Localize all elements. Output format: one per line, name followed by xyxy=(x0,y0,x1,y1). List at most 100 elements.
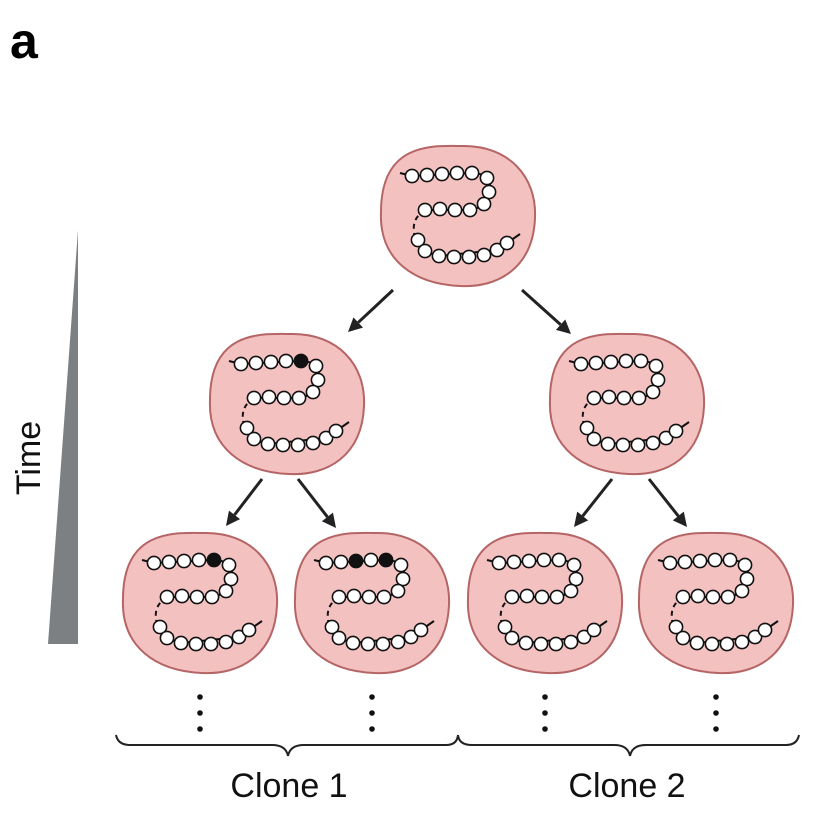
cell-right-right xyxy=(637,531,795,675)
dna-bead xyxy=(692,553,708,569)
dna-bead xyxy=(497,619,513,635)
dna-bead xyxy=(504,589,520,605)
dna-bead xyxy=(549,589,565,605)
dna-bead xyxy=(533,636,549,652)
dna-bead xyxy=(176,553,192,569)
dna-bead xyxy=(204,589,220,605)
dna-bead xyxy=(404,168,420,184)
dna-bead xyxy=(479,170,495,186)
dna-bead xyxy=(417,202,433,218)
dna-bead xyxy=(203,636,219,652)
dna-bead xyxy=(757,622,773,638)
dna-bead xyxy=(360,636,376,652)
dna-bead xyxy=(668,423,684,439)
clone-1-label: Clone 1 xyxy=(230,767,347,805)
cells-layer xyxy=(121,144,795,675)
dna-bead xyxy=(403,629,419,645)
dna-bead xyxy=(346,588,362,604)
dna-bead xyxy=(586,622,602,638)
dna-bead xyxy=(747,629,763,645)
dna-bead xyxy=(376,589,392,605)
dna-bead xyxy=(576,629,592,645)
mutated-bead xyxy=(378,552,394,568)
dna-bead xyxy=(536,552,552,568)
dna-bead xyxy=(588,355,604,371)
dna-bead xyxy=(278,353,294,369)
dna-bead xyxy=(504,630,520,646)
dna-bead xyxy=(586,431,602,447)
dna-bead xyxy=(690,588,706,604)
clone-2-label: Clone 2 xyxy=(568,767,685,805)
dna-bead xyxy=(189,589,205,605)
dna-bead xyxy=(333,554,349,570)
dna-bead xyxy=(275,437,291,453)
dna-bead xyxy=(618,353,634,369)
arrows-layer xyxy=(226,288,687,528)
dna-bead xyxy=(239,420,255,436)
dna-bead xyxy=(188,636,204,652)
arrow-left-to-left-left xyxy=(226,478,264,526)
dna-bead xyxy=(173,635,189,651)
dna-bead xyxy=(276,390,292,406)
dna-bead xyxy=(633,353,649,369)
dna-bead xyxy=(491,555,507,571)
ellipsis-2 xyxy=(369,694,375,732)
dna-bead xyxy=(534,589,550,605)
dna-bead xyxy=(563,583,579,599)
continuation-dots xyxy=(197,694,719,732)
dna-bead xyxy=(231,629,247,645)
dna-bead xyxy=(551,552,567,568)
dna-bead xyxy=(419,167,435,183)
arrow-root-to-left xyxy=(348,288,395,332)
dna-bead xyxy=(586,390,602,406)
dna-bead xyxy=(328,423,344,439)
dna-bead xyxy=(476,196,492,212)
dna-bead xyxy=(159,630,175,646)
dna-bead xyxy=(518,635,534,651)
dna-bead xyxy=(431,248,447,264)
dna-bead xyxy=(461,249,477,265)
dna-bead xyxy=(668,619,684,635)
dna-bead xyxy=(318,555,334,571)
dna-bead xyxy=(318,430,334,446)
dna-bead xyxy=(563,634,579,650)
panel-letter: a xyxy=(10,13,39,69)
dna-bead xyxy=(489,242,505,258)
dna-bead xyxy=(662,555,678,571)
dna-bead xyxy=(305,435,321,451)
dna-bead xyxy=(519,588,535,604)
mutated-bead xyxy=(348,553,364,569)
dna-bead xyxy=(579,420,595,436)
dna-bead xyxy=(476,247,492,263)
dna-bead xyxy=(146,555,162,571)
dna-bead xyxy=(631,390,647,406)
clone-2-brace xyxy=(457,734,800,757)
dna-bead xyxy=(601,389,617,405)
dna-bead xyxy=(719,636,735,652)
dna-bead xyxy=(464,165,480,181)
dna-bead xyxy=(658,430,674,446)
dna-bead xyxy=(521,553,537,569)
dna-bead xyxy=(218,634,234,650)
dna-bead xyxy=(600,436,616,452)
mutated-bead xyxy=(293,353,309,369)
dna-bead xyxy=(734,634,750,650)
time-axis-label: Time xyxy=(10,421,48,495)
dna-bead xyxy=(720,589,736,605)
dna-bead xyxy=(616,390,632,406)
dna-bead xyxy=(677,554,693,570)
dna-bead xyxy=(361,589,377,605)
dna-bead xyxy=(331,630,347,646)
dna-bead xyxy=(630,437,646,453)
dna-bead xyxy=(434,166,450,182)
dna-bead xyxy=(432,201,448,217)
dna-bead xyxy=(737,557,753,573)
dna-bead xyxy=(506,554,522,570)
dna-bead xyxy=(246,390,262,406)
dna-bead xyxy=(462,202,478,218)
arrow-right-to-right-left xyxy=(574,478,614,527)
dna-bead xyxy=(573,356,589,372)
dna-bead xyxy=(375,636,391,652)
dna-bead xyxy=(413,622,429,638)
dna-bead xyxy=(308,358,324,374)
